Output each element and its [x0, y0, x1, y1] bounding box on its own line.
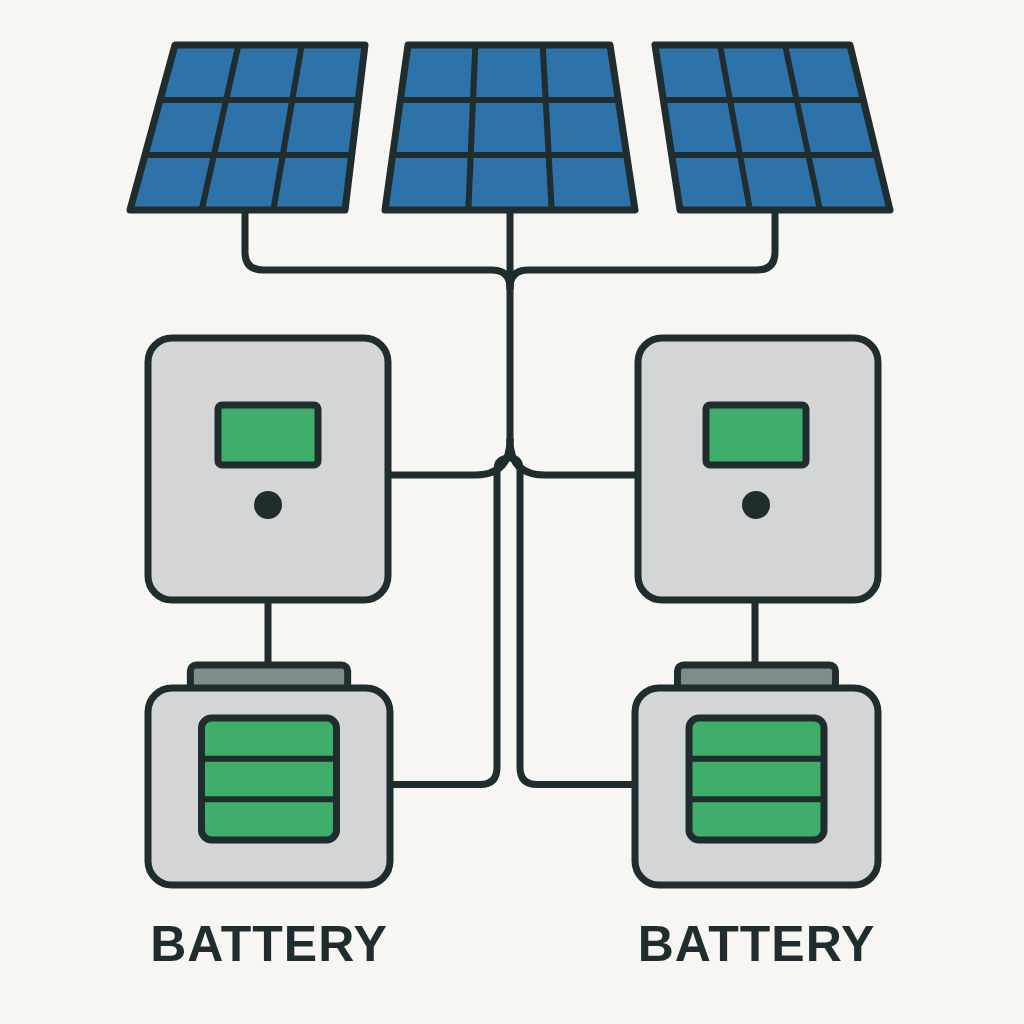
panel-wire — [510, 210, 775, 288]
battery-label: BATTERY — [150, 915, 388, 973]
solar-panel — [655, 45, 890, 210]
inverter — [638, 338, 878, 600]
battery-symbol — [635, 688, 878, 885]
panel-wire — [245, 210, 510, 288]
solar-panel — [130, 45, 365, 210]
trunk-wire — [507, 210, 514, 440]
inverter-battery-wire — [752, 600, 759, 665]
battery-wire — [390, 458, 635, 785]
inverter — [148, 338, 388, 600]
battery-label: BATTERY — [638, 915, 876, 973]
battery-symbol — [148, 688, 390, 885]
inverter-wire — [388, 440, 510, 475]
battery-box: BATTERY — [148, 688, 390, 885]
inverter-wire — [510, 440, 638, 475]
battery-box: BATTERY — [635, 688, 878, 885]
inverter-battery-wire — [265, 600, 272, 665]
solar-panel — [385, 45, 635, 210]
